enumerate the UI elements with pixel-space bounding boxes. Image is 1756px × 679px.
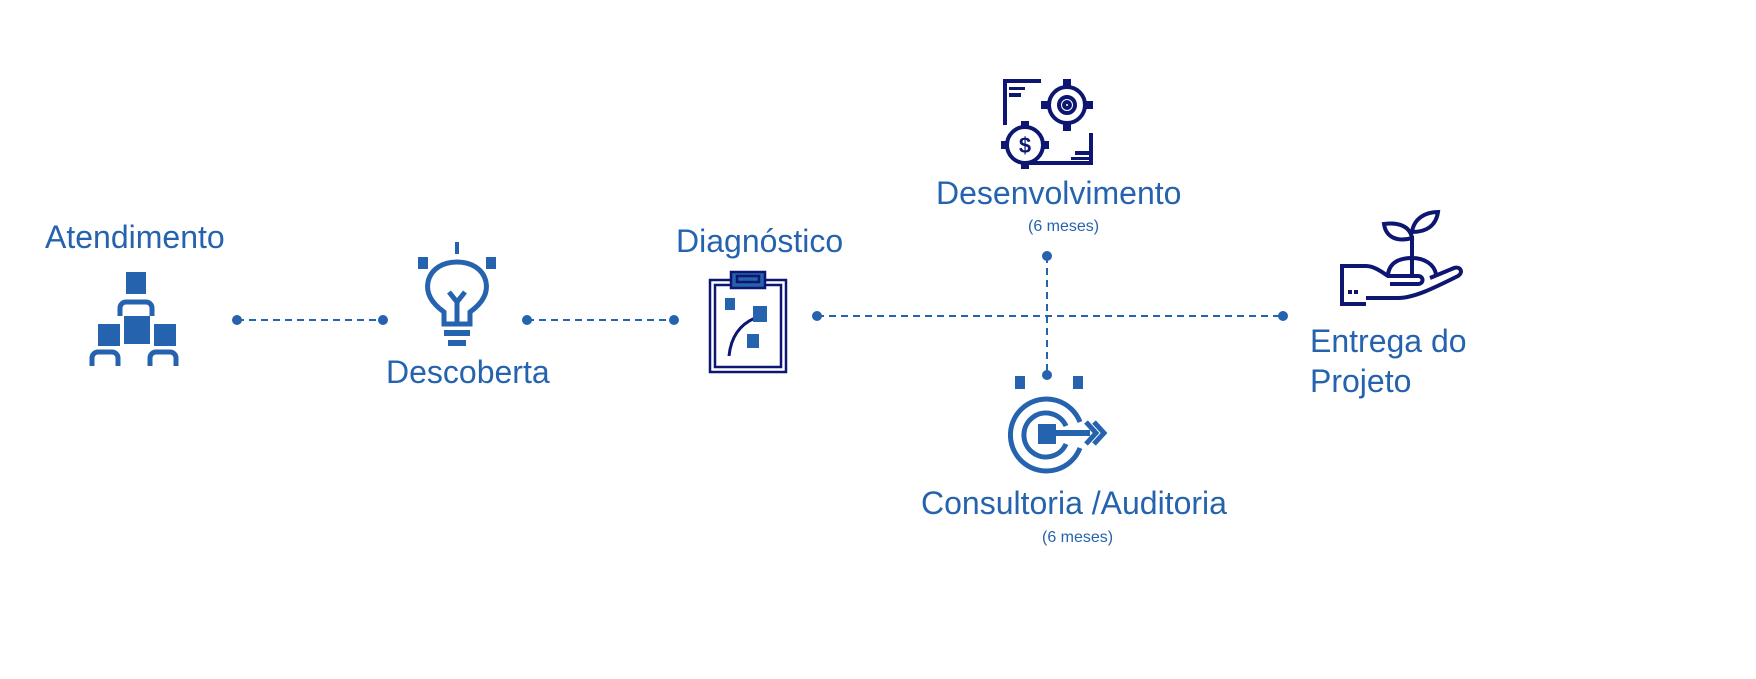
step-label-entrega-line2: Projeto: [1310, 363, 1412, 399]
connector-dot: [378, 315, 388, 325]
step-duration-consultoria: (6 meses): [1042, 529, 1114, 546]
lightbulb-icon: [418, 242, 496, 346]
gears-icon: $: [1001, 79, 1093, 169]
step-label-atendimento: Atendimento: [45, 219, 225, 255]
step-duration-desenvolvimento: (6 meses): [1028, 218, 1100, 235]
step-label-entrega-line1: Entrega do: [1310, 323, 1467, 359]
connector-dot: [669, 315, 679, 325]
connector-dot: [1278, 311, 1288, 321]
connector-dot: [812, 311, 822, 321]
connector-dot: [1042, 370, 1052, 380]
target-icon: [1008, 376, 1108, 474]
clipboard-icon: [708, 270, 788, 374]
step-label-desenvolvimento: Desenvolvimento: [936, 175, 1182, 211]
step-label-diagnostico: Diagnóstico: [676, 223, 844, 259]
connector-dot: [232, 315, 242, 325]
connector-dot: [1042, 251, 1052, 261]
svg-text:$: $: [1019, 133, 1031, 158]
plant-hand-icon: [1340, 209, 1463, 306]
step-label-descoberta: Descoberta: [386, 354, 550, 390]
connector-dot: [522, 315, 532, 325]
step-label-consultoria: Consultoria /Auditoria: [921, 485, 1227, 521]
hierarchy-icon: [89, 272, 179, 366]
